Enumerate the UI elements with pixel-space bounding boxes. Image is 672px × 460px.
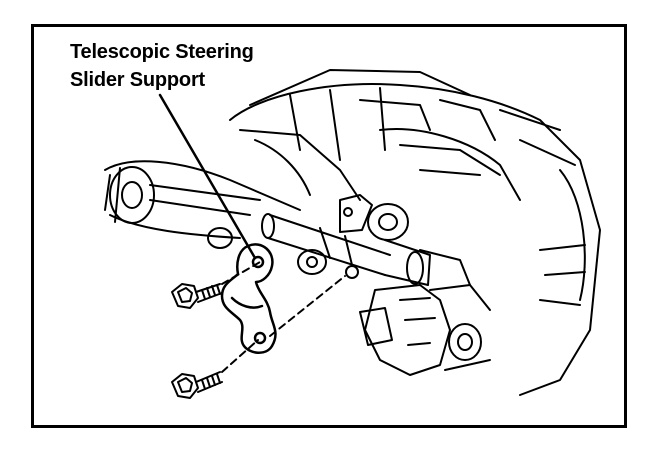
lower-column-tube (104, 160, 301, 239)
mounting-bosses (207, 194, 409, 279)
callout-label: Telescopic Steering Slider Support (70, 38, 254, 94)
callout-leader-line (158, 93, 257, 260)
slider-support-bracket (220, 243, 277, 354)
diagram-frame (31, 24, 627, 428)
callout-line-2: Slider Support (70, 69, 205, 91)
alignment-line (269, 275, 346, 337)
callout-line-1: Telescopic Steering (70, 41, 254, 63)
upper-bolt (171, 261, 261, 309)
lower-bolt (171, 339, 259, 399)
tilt-bracket (359, 249, 491, 376)
steering-column-housing (229, 69, 601, 396)
telescopic-shaft (261, 213, 431, 286)
